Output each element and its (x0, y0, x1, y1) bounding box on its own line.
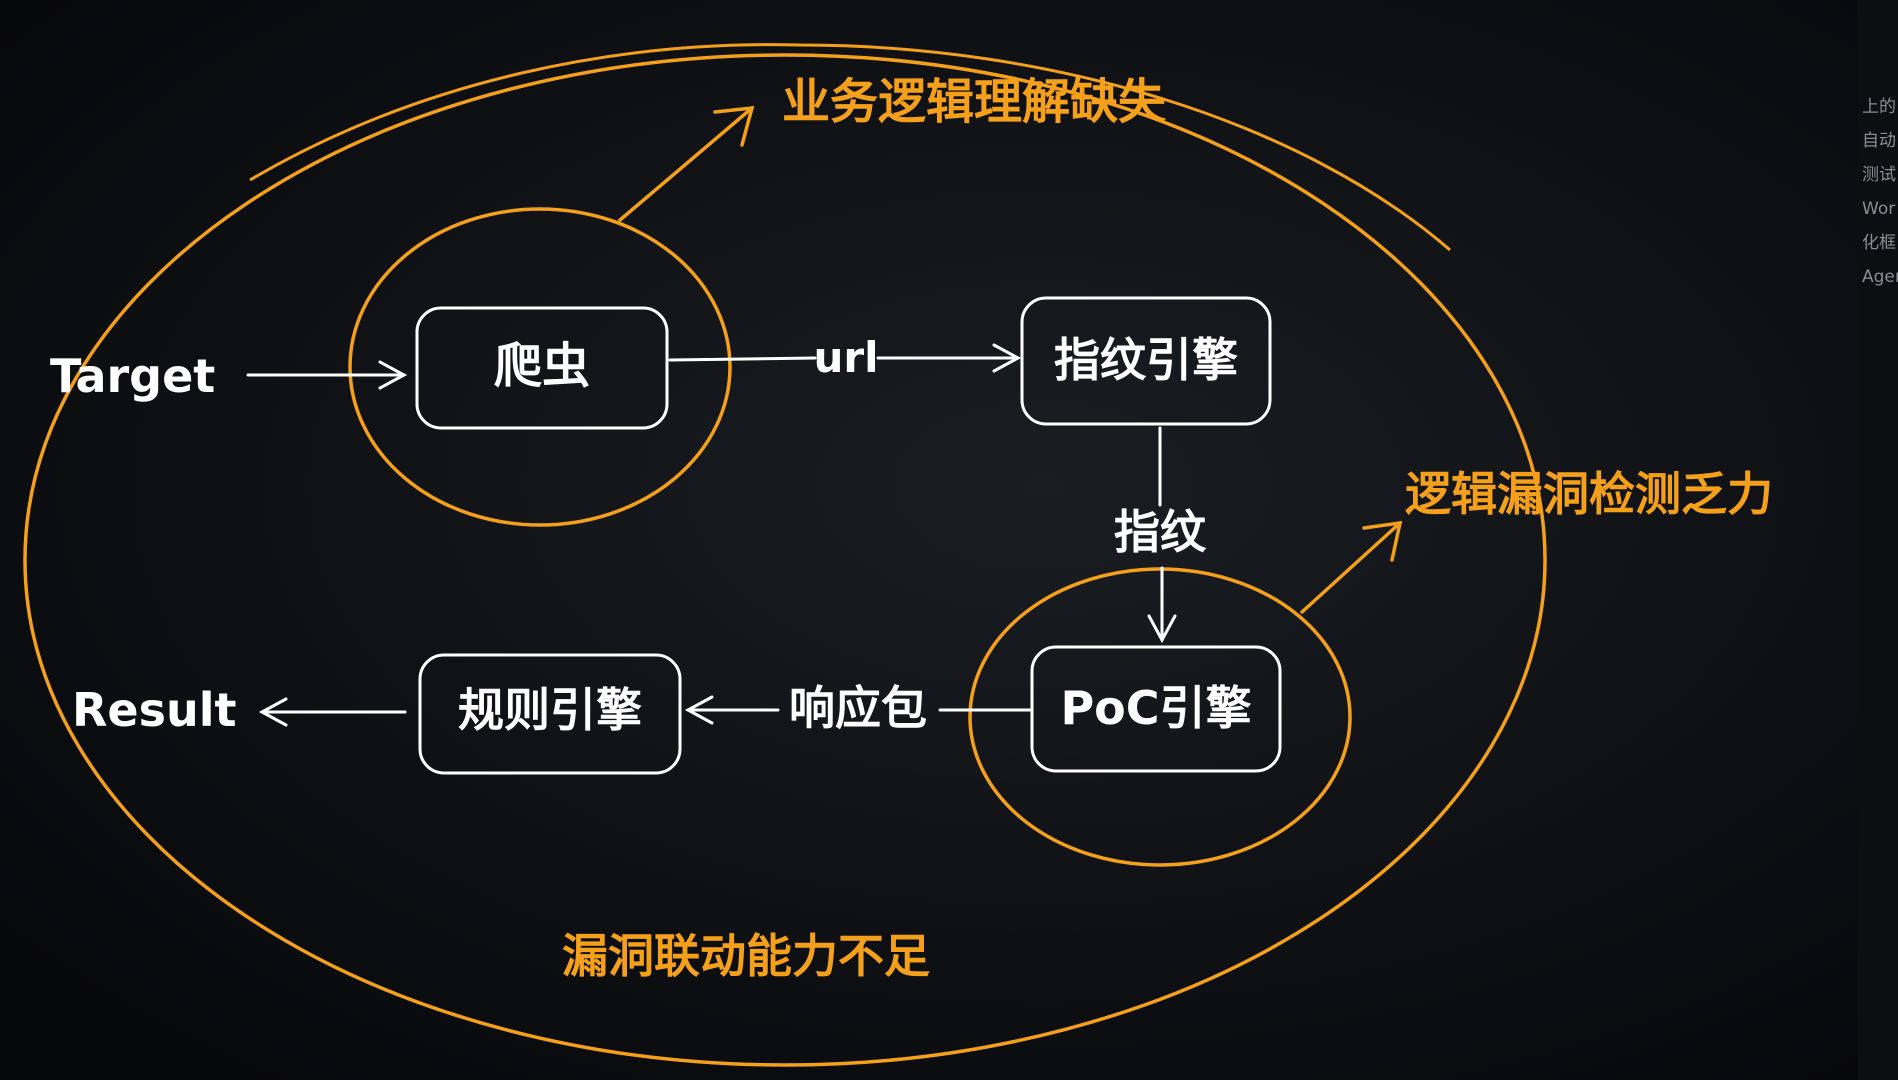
side-panel-text: 上的 自动 测试 Wor 化框 Agen (1860, 90, 1898, 310)
side-panel-line: 上的 (1860, 90, 1898, 124)
edge-label-response: 响应包 (789, 681, 927, 735)
node-rule-engine-label: 规则引擎 (458, 683, 642, 737)
node-fingerprint-engine-label: 指纹引擎 (1054, 333, 1238, 387)
side-panel-line: 自动 (1860, 124, 1898, 158)
annotation-logic-vuln-detection: 逻辑漏洞检测乏力 (1405, 467, 1773, 521)
annotation-business-logic: 业务逻辑理解缺失 (782, 74, 1167, 130)
edge-label-fingerprint: 指纹 (1114, 505, 1207, 559)
side-panel-line: Wor (1860, 192, 1898, 226)
side-panel-line: 化框 (1860, 226, 1898, 260)
side-panel-line: 测试 (1860, 158, 1898, 192)
edge-label-url: url (813, 333, 878, 382)
side-panel-line: Agen (1860, 260, 1898, 294)
terminal-target-label: Target (50, 349, 215, 403)
annotation-vuln-chaining: 漏洞联动能力不足 (562, 929, 930, 983)
node-crawler-label: 爬虫 (494, 338, 590, 394)
terminal-result-label: Result (72, 683, 237, 737)
node-poc-engine-label: PoC引擎 (1060, 681, 1251, 735)
